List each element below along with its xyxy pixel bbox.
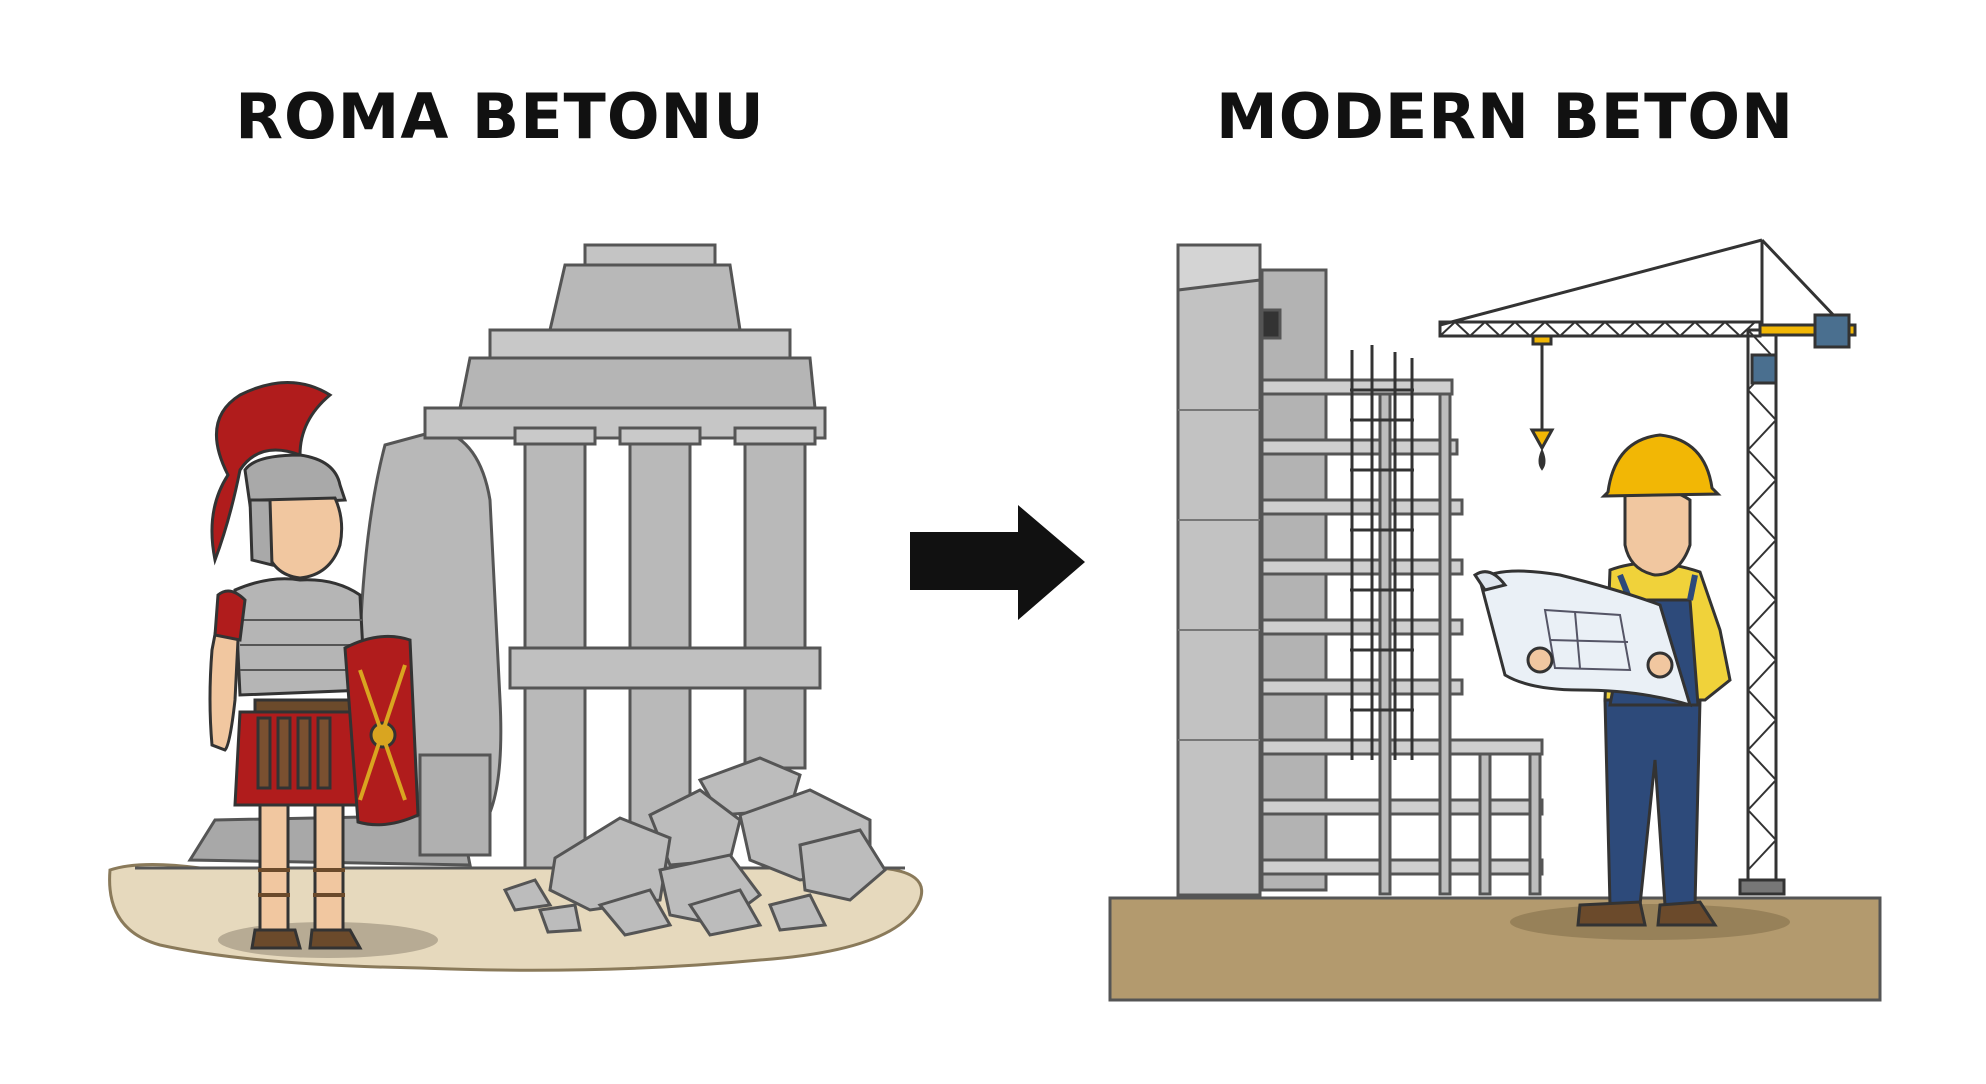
rubble-pile bbox=[502, 756, 887, 937]
roman-soldier bbox=[208, 381, 420, 950]
tower-crane bbox=[1438, 238, 1857, 896]
construction-worker bbox=[1472, 433, 1732, 927]
rebar-cage bbox=[1350, 345, 1414, 760]
modern-beton-title: MODERN BETON bbox=[1216, 80, 1794, 153]
construction-ground bbox=[1108, 896, 1882, 1002]
concrete-core-tower bbox=[1176, 243, 1328, 897]
roma-betonu-title: ROMA BETONU bbox=[235, 80, 765, 153]
right-arrow-icon bbox=[910, 505, 1085, 620]
